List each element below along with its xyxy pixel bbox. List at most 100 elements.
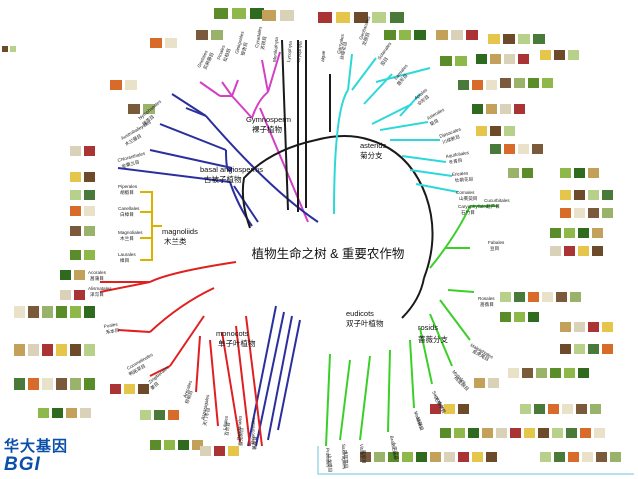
crop-photo-tile xyxy=(128,104,140,114)
order-label-monocots: Alismatales xyxy=(88,286,112,291)
order-label-rosids-cn: 葫芦目 xyxy=(486,203,500,210)
order-label-top: algae xyxy=(320,50,326,62)
logo-chinese-text: 华大基因 xyxy=(4,437,69,455)
crop-photo-tile xyxy=(444,452,455,462)
crop-photo-tile xyxy=(576,404,587,414)
crop-photo-tile xyxy=(488,378,499,388)
crop-photo-tile xyxy=(211,30,223,40)
crop-photo-tile xyxy=(150,440,161,450)
order-label-rosids: Fabales xyxy=(488,240,505,245)
crop-photo-tile xyxy=(500,292,511,302)
crop-photo-tile xyxy=(518,54,529,64)
crop-photo-tile xyxy=(440,56,452,66)
crop-photo-tile xyxy=(532,144,543,154)
order-label-top: Lycophyta xyxy=(286,41,293,63)
order-label-magnoliids: Canellales xyxy=(118,206,140,211)
order-label-asterids-cn: 山茱萸目 xyxy=(459,195,477,202)
order-label-monocots-cn: 菖蒲目 xyxy=(90,275,104,282)
order-label-monocots-cn: 薯蓣目 xyxy=(251,436,258,450)
crop-photo-tile xyxy=(466,30,478,40)
asterids-label-cn: 菊分支 xyxy=(360,150,383,160)
order-label-magnoliids-cn: 白樟目 xyxy=(120,211,134,218)
crop-photo-tile xyxy=(536,368,547,378)
crop-photo-tile xyxy=(588,168,599,178)
crop-photo-tile xyxy=(430,404,441,414)
crop-photo-tile xyxy=(70,190,81,200)
crop-photo-tile xyxy=(574,208,585,218)
crop-photo-tile xyxy=(560,322,571,332)
crop-photo-tile xyxy=(52,408,63,418)
order-label-asterids-cn: 丝缨花目 xyxy=(338,41,349,60)
crop-photo-tile xyxy=(554,452,565,462)
crop-photo-tile xyxy=(578,246,589,256)
crop-photo-tile xyxy=(566,428,577,438)
order-label-asterids: Ericales xyxy=(452,171,469,177)
order-label-top: Monilophyta xyxy=(272,37,279,63)
crop-photo-tile xyxy=(10,46,16,52)
crop-photo-thumbnails xyxy=(2,8,621,462)
crop-photo-tile xyxy=(84,306,95,318)
crop-photo-tile xyxy=(372,12,386,23)
gymnosperm-branches xyxy=(199,51,309,223)
crop-photo-tile xyxy=(560,208,571,218)
crop-photo-tile xyxy=(42,306,53,318)
crop-photo-tile xyxy=(354,12,368,23)
order-label-rosids: Vitales xyxy=(359,444,364,459)
crop-photo-tile xyxy=(70,226,81,236)
crop-photo-tile xyxy=(110,384,121,394)
order-label-monocots: Dioscoreales xyxy=(250,417,256,444)
crop-photo-tile xyxy=(84,146,95,156)
crop-photo-tile xyxy=(384,30,396,40)
order-label-monocots: Acorales xyxy=(88,270,107,275)
eudicots-label-en: eudicots xyxy=(346,309,374,318)
crop-photo-tile xyxy=(84,206,95,216)
crop-photo-tile xyxy=(154,410,165,420)
order-label-magnoliids: Magnoliales xyxy=(118,230,143,235)
crop-photo-tile xyxy=(468,428,479,438)
monocot-branches xyxy=(99,261,263,447)
crop-photo-tile xyxy=(70,250,81,260)
crop-photo-tile xyxy=(590,404,601,414)
crop-photo-tile xyxy=(56,378,67,390)
order-label-rosids: Proteales xyxy=(325,448,331,468)
crop-photo-tile xyxy=(574,190,585,200)
order-label-magnoliids-cn: 木兰目 xyxy=(120,235,134,242)
crop-photo-tile xyxy=(416,452,427,462)
crop-photo-tile xyxy=(472,80,483,90)
crop-photo-tile xyxy=(84,226,95,236)
crop-photo-tile xyxy=(390,12,404,23)
crop-photo-tile xyxy=(164,440,175,450)
crop-photo-tile xyxy=(80,408,91,418)
order-label-monocots: Arecales xyxy=(182,379,193,398)
bracket-line xyxy=(317,446,634,475)
crop-photo-tile xyxy=(232,8,246,19)
crop-photo-tile xyxy=(399,30,411,40)
crop-photo-tile xyxy=(444,404,455,414)
order-label-monocots-cn: 禾本目 xyxy=(105,327,120,336)
crop-photo-tile xyxy=(454,428,465,438)
gymnosperm-label-en: Gymnosperm xyxy=(246,115,291,124)
crop-photo-tile xyxy=(374,452,385,462)
order-label-asterids-cn: 杜鹃花目 xyxy=(455,175,474,184)
crop-photo-tile xyxy=(550,368,561,378)
crop-photo-tile xyxy=(84,190,95,200)
crop-photo-tile xyxy=(66,408,77,418)
crop-photo-tile xyxy=(486,80,497,90)
crop-photo-tile xyxy=(556,292,567,302)
basal-angiosperms-label-en: basal angiosperms xyxy=(200,165,263,174)
order-label-rosids: Rosales xyxy=(478,296,495,301)
crop-photo-tile xyxy=(430,452,441,462)
crop-photo-tile xyxy=(42,378,53,390)
crop-photo-tile xyxy=(568,452,579,462)
eudicots-label-cn: 双子叶植物 xyxy=(346,318,384,328)
crop-photo-tile xyxy=(552,428,563,438)
order-label-gymnosperm: Pinales xyxy=(216,44,226,61)
crop-photo-tile xyxy=(196,30,208,40)
crop-photo-tile xyxy=(165,38,177,48)
order-label-gymnosperm-cn: 银杏目 xyxy=(239,41,249,56)
order-label-monocots-cn: 露兜树目 xyxy=(237,427,245,446)
crop-photo-tile xyxy=(564,228,575,238)
crop-photo-tile xyxy=(534,404,545,414)
crop-photo-tile xyxy=(592,228,603,238)
order-label-monocots: Asparagales xyxy=(200,394,210,421)
